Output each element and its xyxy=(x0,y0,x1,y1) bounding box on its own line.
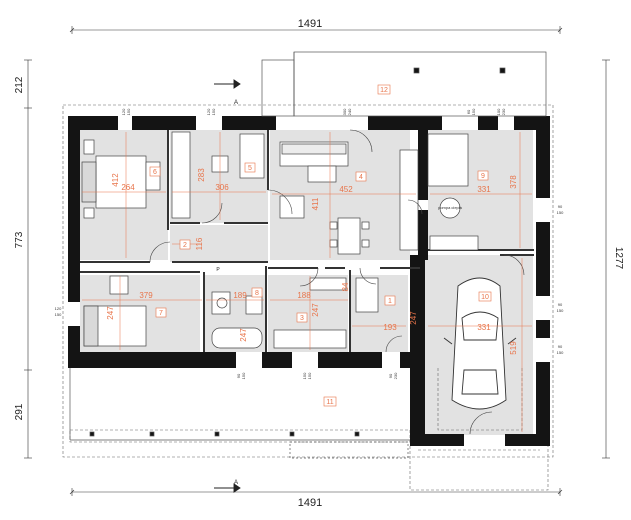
armchair xyxy=(279,195,305,219)
dim-193: 193 xyxy=(383,323,397,332)
bed-room-6 xyxy=(95,155,147,209)
heater-unit xyxy=(439,197,461,219)
dim-331-garage: 331 xyxy=(477,323,491,332)
opening-dim-150-c: 150 xyxy=(471,108,476,115)
dim-247-mid: 247 xyxy=(239,328,248,342)
overall-dim-left-middle: 773 xyxy=(14,231,25,248)
dim-452: 452 xyxy=(339,185,353,194)
dim-519: 519 xyxy=(509,341,518,355)
furniture xyxy=(81,131,479,349)
opening-dim-150-a: 150 xyxy=(126,108,131,115)
overall-dim-top: 1491 xyxy=(298,18,322,30)
opening-dim-90-bottom-b: 90 xyxy=(388,373,393,378)
dim-411: 411 xyxy=(311,197,320,210)
dim-247-hall: 247 xyxy=(409,311,418,325)
opening-dim-90-c: 90 xyxy=(558,344,563,349)
opening-dim-150-d: 150 xyxy=(557,210,564,215)
opening-dim-150-bottom-b: 150 xyxy=(302,372,307,379)
opening-dim-90-b: 90 xyxy=(558,302,563,307)
room-10-label: 10 xyxy=(481,294,489,301)
room-8-label: 8 xyxy=(255,290,259,297)
room-6-label: 6 xyxy=(153,169,157,176)
opening-dim-120-a: 120 xyxy=(121,108,126,115)
room-12-label: 12 xyxy=(380,87,388,94)
overall-dim-left-upper: 212 xyxy=(14,76,25,93)
opening-dim-150-bottom-c: 150 xyxy=(307,372,312,379)
opening-dim-90-bottom: 90 xyxy=(236,373,241,378)
dim-247-right: 247 xyxy=(311,303,320,317)
room-number-boxes xyxy=(149,84,492,407)
overall-dim-right: 1277 xyxy=(613,247,624,270)
dim-247-left: 247 xyxy=(106,306,115,320)
bathtub xyxy=(211,327,263,349)
opening-dim-150-left: 150 xyxy=(55,312,62,317)
door-swings xyxy=(149,129,525,435)
opening-dim-300: 300 xyxy=(342,108,347,115)
dim-264: 264 xyxy=(121,183,135,192)
overall-dim-bottom: 1491 xyxy=(298,497,322,509)
section-mark-bottom: A xyxy=(234,480,238,486)
terrace-bottom xyxy=(69,368,410,459)
room-5-label: 5 xyxy=(248,165,252,172)
dim-379: 379 xyxy=(139,291,153,300)
room-7-label: 7 xyxy=(159,310,163,317)
opening-dim-90-a: 90 xyxy=(558,204,563,209)
dining-table xyxy=(337,217,361,255)
opening-dim-150-b: 150 xyxy=(211,108,216,115)
overall-dim-left-lower: 291 xyxy=(14,403,25,420)
opening-dim-100: 100 xyxy=(496,108,501,115)
dim-306: 306 xyxy=(215,183,229,192)
room-2-label: 2 xyxy=(183,242,187,249)
dim-283: 283 xyxy=(197,168,206,182)
room-3-label: 3 xyxy=(300,315,304,322)
opening-dim-120-b: 120 xyxy=(206,108,211,115)
opening-dim-240: 240 xyxy=(347,108,352,115)
dim-84: 84 xyxy=(341,282,350,291)
dim-412: 412 xyxy=(111,173,120,187)
room-4-label: 4 xyxy=(359,174,363,181)
opening-dim-150-bottom-a: 150 xyxy=(241,372,246,379)
opening-dim-150-e: 150 xyxy=(557,308,564,313)
room-9-label: 9 xyxy=(481,173,485,180)
walls xyxy=(68,116,550,446)
room-11-label: 11 xyxy=(326,399,333,406)
heater-label: pompa ciepła xyxy=(438,205,463,210)
opening-dim-60: 60 xyxy=(466,109,471,114)
opening-dim-120-left: 120 xyxy=(55,306,62,311)
section-marks xyxy=(214,79,241,493)
p-mark: P xyxy=(216,267,220,273)
terrace-top xyxy=(261,51,547,117)
overall-dimension-lines xyxy=(24,26,610,496)
dim-189: 189 xyxy=(233,291,247,300)
opening-dim-150-f: 150 xyxy=(557,350,564,355)
car xyxy=(443,277,517,410)
section-mark-top: A xyxy=(234,100,238,106)
opening-dim-230: 230 xyxy=(501,108,506,115)
opening-dim-230-bottom: 230 xyxy=(393,372,398,379)
dim-116: 116 xyxy=(195,237,204,250)
dim-331-top: 331 xyxy=(477,185,491,194)
room-1-label: 1 xyxy=(388,298,392,305)
dim-188: 188 xyxy=(297,291,311,300)
dim-378: 378 xyxy=(509,175,518,189)
